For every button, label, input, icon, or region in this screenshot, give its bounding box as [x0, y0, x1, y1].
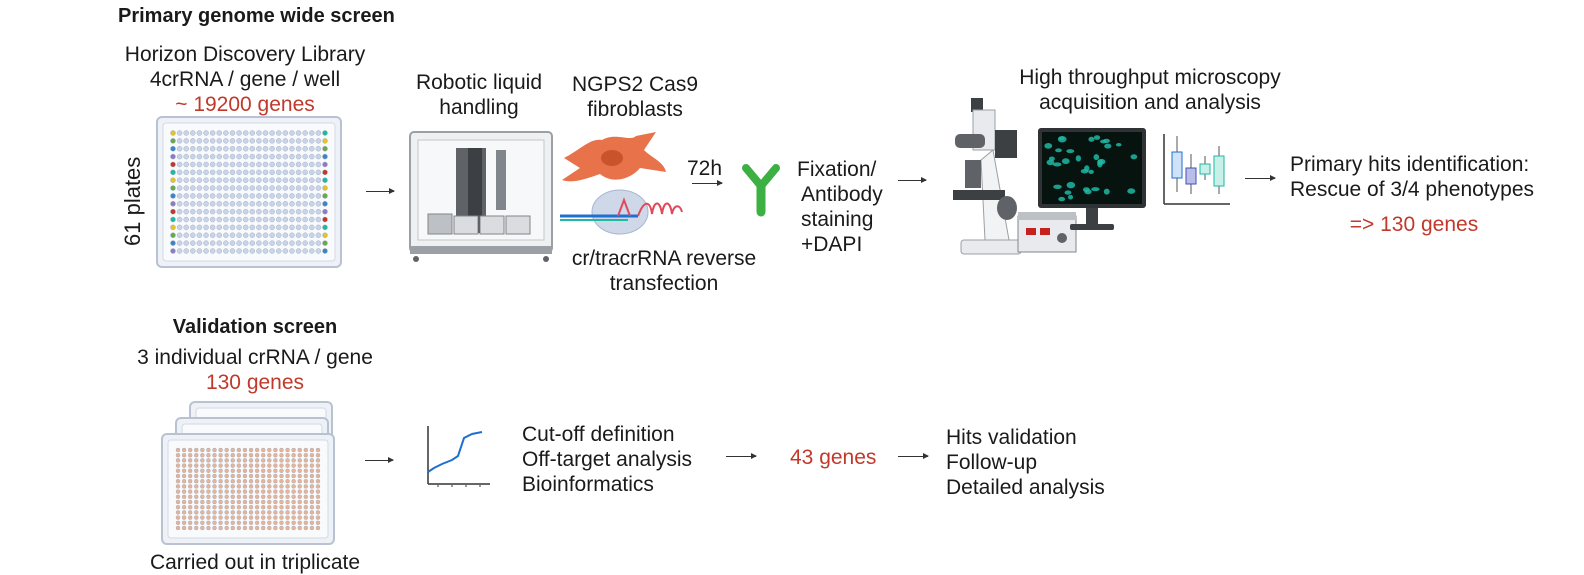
triplicate-label: Carried out in triplicate — [149, 551, 361, 574]
fixation-label-1: Fixation/ — [797, 158, 877, 181]
arrow-1 — [366, 188, 395, 194]
hits-label-1: Primary hits identification: — [1290, 153, 1530, 176]
library-gene-count: ~ 19200 genes — [175, 93, 315, 116]
well-plate-image — [156, 116, 342, 268]
followup-label-2: Follow-up — [946, 451, 1038, 474]
validation-crrna-format: 3 individual crRNA / gene — [137, 346, 373, 369]
curve-chart-icon — [427, 426, 490, 487]
hits-label-2: Rescue of 3/4 phenotypes — [1290, 178, 1535, 201]
validation-gene-count: 130 genes — [205, 371, 305, 394]
arrow-7 — [898, 453, 929, 459]
plates-label: 61 plates — [120, 156, 145, 246]
primary-screen-heading: Primary genome wide screen — [118, 5, 395, 27]
plate-stack-image — [161, 401, 335, 545]
cells-label-1: NGPS2 Cas9 — [571, 73, 699, 96]
crrna-complex-image — [560, 189, 683, 235]
boxplot-icon — [1163, 134, 1230, 205]
validated-gene-count: 43 genes — [790, 446, 877, 469]
robotic-label-2: handling — [439, 96, 519, 119]
cells-label-2: fibroblasts — [587, 98, 683, 121]
hits-gene-count: => 130 genes — [1349, 213, 1479, 236]
antibody-icon — [742, 164, 780, 217]
arrow-6 — [726, 453, 757, 459]
analysis-label-1: Cut-off definition — [522, 423, 675, 446]
followup-label-1: Hits validation — [946, 426, 1077, 449]
validation-screen-heading: Validation screen — [172, 316, 338, 338]
analysis-label-2: Off-target analysis — [522, 448, 693, 471]
controller-box-image — [1017, 212, 1077, 253]
robotic-label-1: Robotic liquid — [415, 71, 543, 94]
arrow-2 — [692, 180, 723, 186]
arrow-5 — [365, 457, 394, 463]
incubation-time: 72h — [687, 157, 723, 180]
library-name: Horizon Discovery Library — [124, 43, 366, 66]
followup-label-3: Detailed analysis — [946, 476, 1105, 499]
microscopy-label-1: High throughput microscopy — [1019, 66, 1281, 89]
fibroblast-cell-image — [562, 132, 666, 182]
transfection-label-2: transfection — [609, 272, 719, 295]
monitor-cells-image — [1038, 128, 1146, 230]
fixation-label-3: staining — [801, 208, 874, 231]
analysis-label-3: Bioinformatics — [522, 473, 654, 496]
arrow-3 — [898, 177, 927, 183]
library-format: 4crRNA / gene / well — [149, 68, 341, 91]
arrow-4 — [1245, 175, 1276, 181]
microscopy-label-2: acquisition and analysis — [1039, 91, 1261, 114]
liquid-handler-robot-image — [409, 131, 553, 262]
transfection-label-1: cr/tracrRNA reverse — [571, 247, 757, 270]
fixation-label-2: Antibody — [801, 183, 883, 206]
fixation-label-4: +DAPI — [801, 233, 863, 256]
